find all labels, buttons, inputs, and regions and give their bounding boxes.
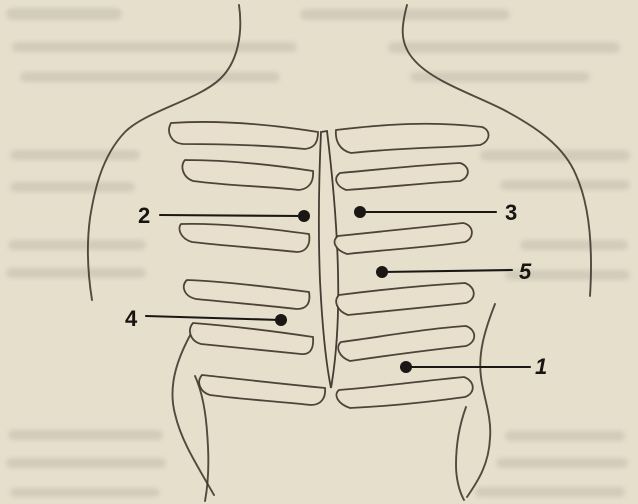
right-waist-line: [456, 407, 466, 500]
rib-left-5: [190, 323, 313, 354]
rib-right-3: [335, 223, 472, 254]
background-scan-text: [6, 8, 630, 497]
label-4: 4: [125, 306, 138, 331]
marker-point-2: [298, 210, 310, 222]
label-2: 2: [138, 203, 150, 228]
rib-right-6: [336, 377, 472, 408]
leader-line-2: [160, 215, 302, 216]
rib-left-1: [169, 122, 318, 149]
marker-1-group: 1: [400, 354, 547, 379]
rib-right-4: [336, 283, 474, 315]
label-1: 1: [535, 354, 547, 379]
label-3: 3: [505, 200, 517, 225]
rib-right-1: [336, 124, 489, 153]
marker-3-group: 3: [354, 200, 517, 225]
rib-right-5: [338, 326, 474, 361]
rib-left-4: [184, 280, 310, 309]
rib-left-3: [179, 224, 309, 252]
leader-line-5: [383, 270, 512, 272]
marker-point-4: [275, 314, 287, 326]
leader-line-4: [146, 316, 280, 320]
rib-left-2: [182, 160, 313, 190]
rib-left-6: [199, 375, 325, 405]
label-5: 5: [519, 259, 532, 284]
rib-right-2: [336, 163, 468, 190]
sternum: [319, 131, 338, 388]
